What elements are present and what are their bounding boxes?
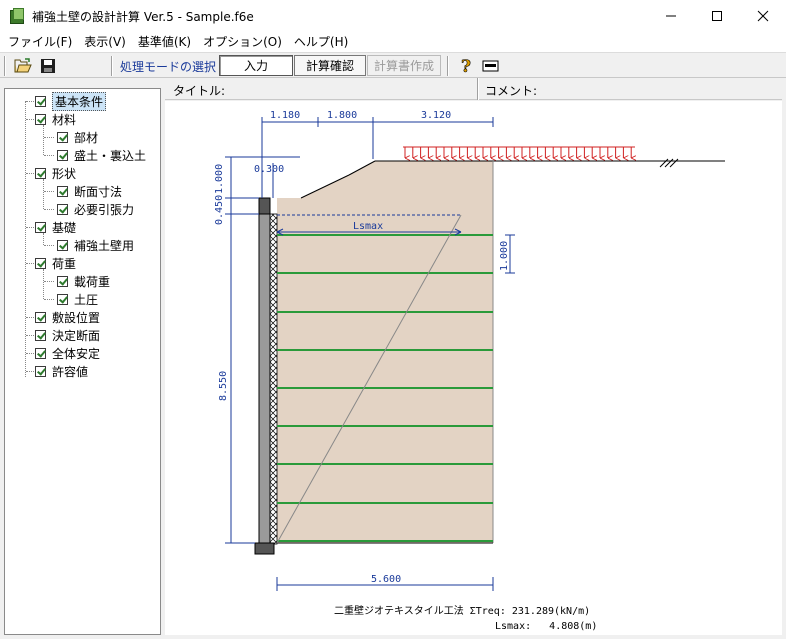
menu-bar: ファイル(F) 表示(V) 基準値(K) オプション(O) ヘルプ(H) (0, 32, 786, 52)
save-disk-icon[interactable] (37, 56, 59, 76)
checkbox[interactable] (35, 365, 46, 377)
checkbox[interactable] (57, 239, 68, 251)
wall-facing-panel (258, 213, 271, 545)
toolbar-separator (447, 56, 449, 76)
ground-symbol (659, 158, 679, 168)
tree-node-shape[interactable]: 形状 (35, 165, 76, 181)
dim-offset-0300: 0.300 (254, 164, 284, 175)
tree-node-required-tension[interactable]: 必要引張力 (57, 201, 134, 217)
checkbox[interactable] (35, 257, 46, 269)
processing-mode-label: 処理モードの選択 (120, 60, 217, 74)
dim-cap-height: 0.450 (214, 195, 225, 225)
svg-text:?: ? (461, 57, 471, 76)
report-create-button[interactable]: 計算書作成 (367, 55, 441, 76)
title-comment-header: タイトル: コメント: (165, 78, 782, 100)
tree-node-allowable-values[interactable]: 許容値 (35, 363, 88, 379)
tree-node-members[interactable]: 部材 (57, 129, 98, 145)
checkbox[interactable] (35, 113, 46, 125)
window-title: 補強土壁の設計計算 Ver.5 - Sample.f6e (32, 9, 254, 24)
maximize-icon[interactable] (694, 0, 740, 32)
wall-top-cap (258, 197, 271, 215)
menu-view[interactable]: 表示(V) (84, 35, 126, 49)
result-sum-treq: 二重壁ジオテキスタイル工法 ΣTreq: 231.289(kN/m) (334, 606, 591, 617)
app-icon (10, 8, 24, 24)
dim-top-1180: 1.180 (270, 110, 300, 121)
checkbox[interactable] (35, 221, 46, 233)
tree-node-section-dimensions[interactable]: 断面寸法 (57, 183, 122, 199)
folder-open-icon[interactable] (12, 56, 34, 76)
menu-standard-values[interactable]: 基準値(K) (137, 35, 192, 49)
checkbox[interactable] (57, 203, 68, 215)
menu-options[interactable]: オプション(O) (203, 35, 282, 49)
menu-help[interactable]: ヘルプ(H) (293, 35, 349, 49)
toolbar-separator (111, 56, 113, 76)
title-field-label[interactable]: タイトル: (173, 84, 226, 98)
comment-field-label[interactable]: コメント: (485, 84, 538, 98)
checkbox[interactable] (57, 275, 68, 287)
checkbox[interactable] (35, 311, 46, 323)
calc-check-button[interactable]: 計算確認 (294, 55, 366, 76)
dim-slope-height: 1.000 (214, 164, 225, 194)
help-question-icon[interactable]: ? (456, 56, 478, 76)
checkbox[interactable] (35, 347, 46, 359)
tree-node-foundation[interactable]: 基礎 (35, 219, 76, 235)
dim-spacing: 1.000 (499, 241, 510, 271)
tree-node-loads[interactable]: 荷重 (35, 255, 76, 271)
checkbox[interactable] (57, 185, 68, 197)
checkbox[interactable] (35, 167, 46, 179)
tree-node-earth-pressure[interactable]: 土圧 (57, 291, 98, 307)
wall-section-svg: Lsmax 1.180 1.800 3.120 0.300 (214, 110, 725, 591)
checkbox[interactable] (35, 95, 46, 107)
tree-node-fill-backfill[interactable]: 盛土・裏込土 (57, 147, 146, 163)
title-bar: 補強土壁の設計計算 Ver.5 - Sample.f6e (0, 0, 786, 32)
wall-drain-layer (269, 213, 278, 545)
reinforcement-layers (277, 234, 493, 542)
toolbar: 処理モードの選択 入力 計算確認 計算書作成 ? (0, 52, 786, 78)
tree-node-basic-conditions[interactable]: 基本条件 (35, 91, 107, 111)
menu-file[interactable]: ファイル(F) (8, 35, 73, 49)
checkbox[interactable] (57, 131, 68, 143)
dim-wall-height: 8.550 (218, 371, 229, 401)
top-dimension-lines (225, 117, 515, 591)
failure-line (276, 214, 462, 544)
result-lsmax: Lsmax: 4.808(m) (495, 621, 598, 632)
checkbox[interactable] (35, 329, 46, 341)
about-card-icon[interactable] (480, 56, 502, 76)
item-tree-panel: 基本条件 材料 部材 盛土・裏込土 形状 断面寸法 必要引張力 基礎 補強土壁用… (4, 88, 161, 635)
dim-base-width: 5.600 (371, 574, 401, 585)
close-icon[interactable] (740, 0, 786, 32)
tree-node-materials[interactable]: 材料 (35, 111, 76, 127)
lsmax-label: Lsmax (353, 221, 383, 232)
minimize-icon[interactable] (648, 0, 694, 32)
surcharge-load-arrows (404, 147, 631, 158)
dim-top-1800: 1.800 (327, 110, 357, 121)
toolbar-grip (4, 56, 6, 76)
input-mode-button[interactable]: 入力 (219, 55, 293, 76)
wall-foot-block (254, 542, 275, 555)
section-drawing: Lsmax 1.180 1.800 3.120 0.300 (165, 101, 782, 635)
checkbox[interactable] (57, 293, 68, 305)
tree-node-global-stability[interactable]: 全体安定 (35, 345, 100, 361)
tree-node-design-section[interactable]: 決定断面 (35, 327, 100, 343)
tree-node-layout-position[interactable]: 敷設位置 (35, 309, 100, 325)
checkbox[interactable] (57, 149, 68, 161)
tree-node-surcharge[interactable]: 載荷重 (57, 273, 110, 289)
tree-node-reinforced-wall[interactable]: 補強土壁用 (57, 237, 134, 253)
dim-top-3120: 3.120 (421, 110, 451, 121)
